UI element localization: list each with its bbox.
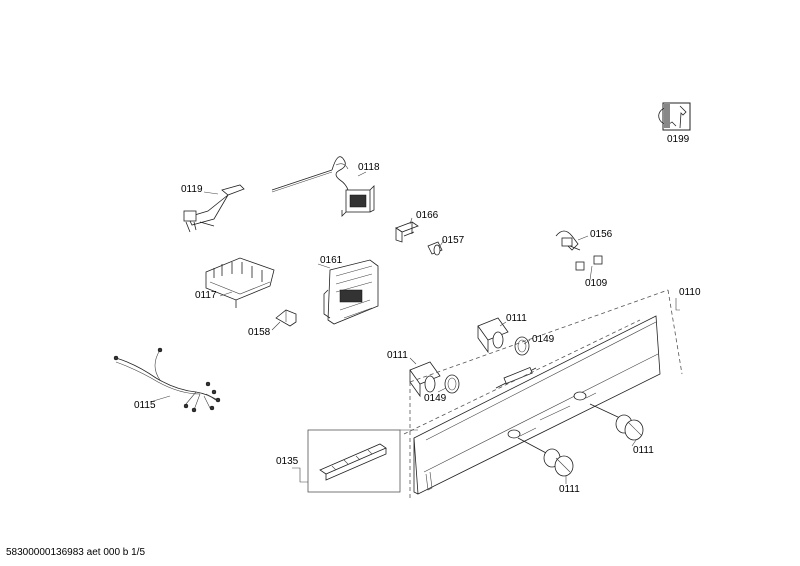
document-footer: 58300000136983 aet 000 b 1/5 [6, 547, 146, 558]
wrench-icon [658, 102, 691, 131]
part-0161-control-module [323, 259, 379, 325]
part-0111-switch-lower [409, 361, 460, 398]
part-0111-knob-left [517, 437, 574, 477]
label-0117: 0117 [195, 290, 217, 301]
part-0158-clip [275, 309, 297, 327]
label-0111-left-knob: 0111 [559, 484, 580, 495]
label-0149-lower: 0149 [424, 393, 447, 404]
part-0110-control-panel [413, 315, 661, 495]
label-0118: 0118 [358, 162, 380, 173]
label-0157: 0157 [442, 235, 465, 246]
label-0119: 0119 [181, 184, 203, 195]
part-0111-switch-upper [477, 317, 530, 356]
label-0111-lower: 0111 [387, 350, 408, 361]
part-0166-clip [395, 221, 419, 243]
part-0111-knob-right [589, 403, 644, 441]
part-0157-cylinder [427, 241, 443, 256]
label-0149-upper: 0149 [532, 334, 555, 345]
label-0111-right-knob: 0111 [633, 445, 654, 456]
label-0110: 0110 [679, 287, 701, 298]
part-0115-wiring-harness [113, 347, 221, 413]
label-0166: 0166 [416, 210, 439, 221]
part-0156-sensor [555, 230, 581, 251]
label-0199: 0199 [667, 134, 690, 145]
part-0119-switch [183, 184, 245, 233]
label-0135: 0135 [276, 456, 299, 467]
part-0117-terminal-block [205, 257, 275, 308]
label-0111-upper: 0111 [506, 313, 527, 324]
part-0135-detail-box [292, 429, 418, 493]
label-0109: 0109 [585, 278, 608, 289]
part-0109-lamp [575, 255, 603, 271]
label-0161: 0161 [320, 255, 343, 266]
part-0118-thermostat [271, 156, 375, 217]
label-0156: 0156 [590, 229, 613, 240]
label-0115: 0115 [134, 400, 156, 411]
label-0158: 0158 [248, 327, 271, 338]
